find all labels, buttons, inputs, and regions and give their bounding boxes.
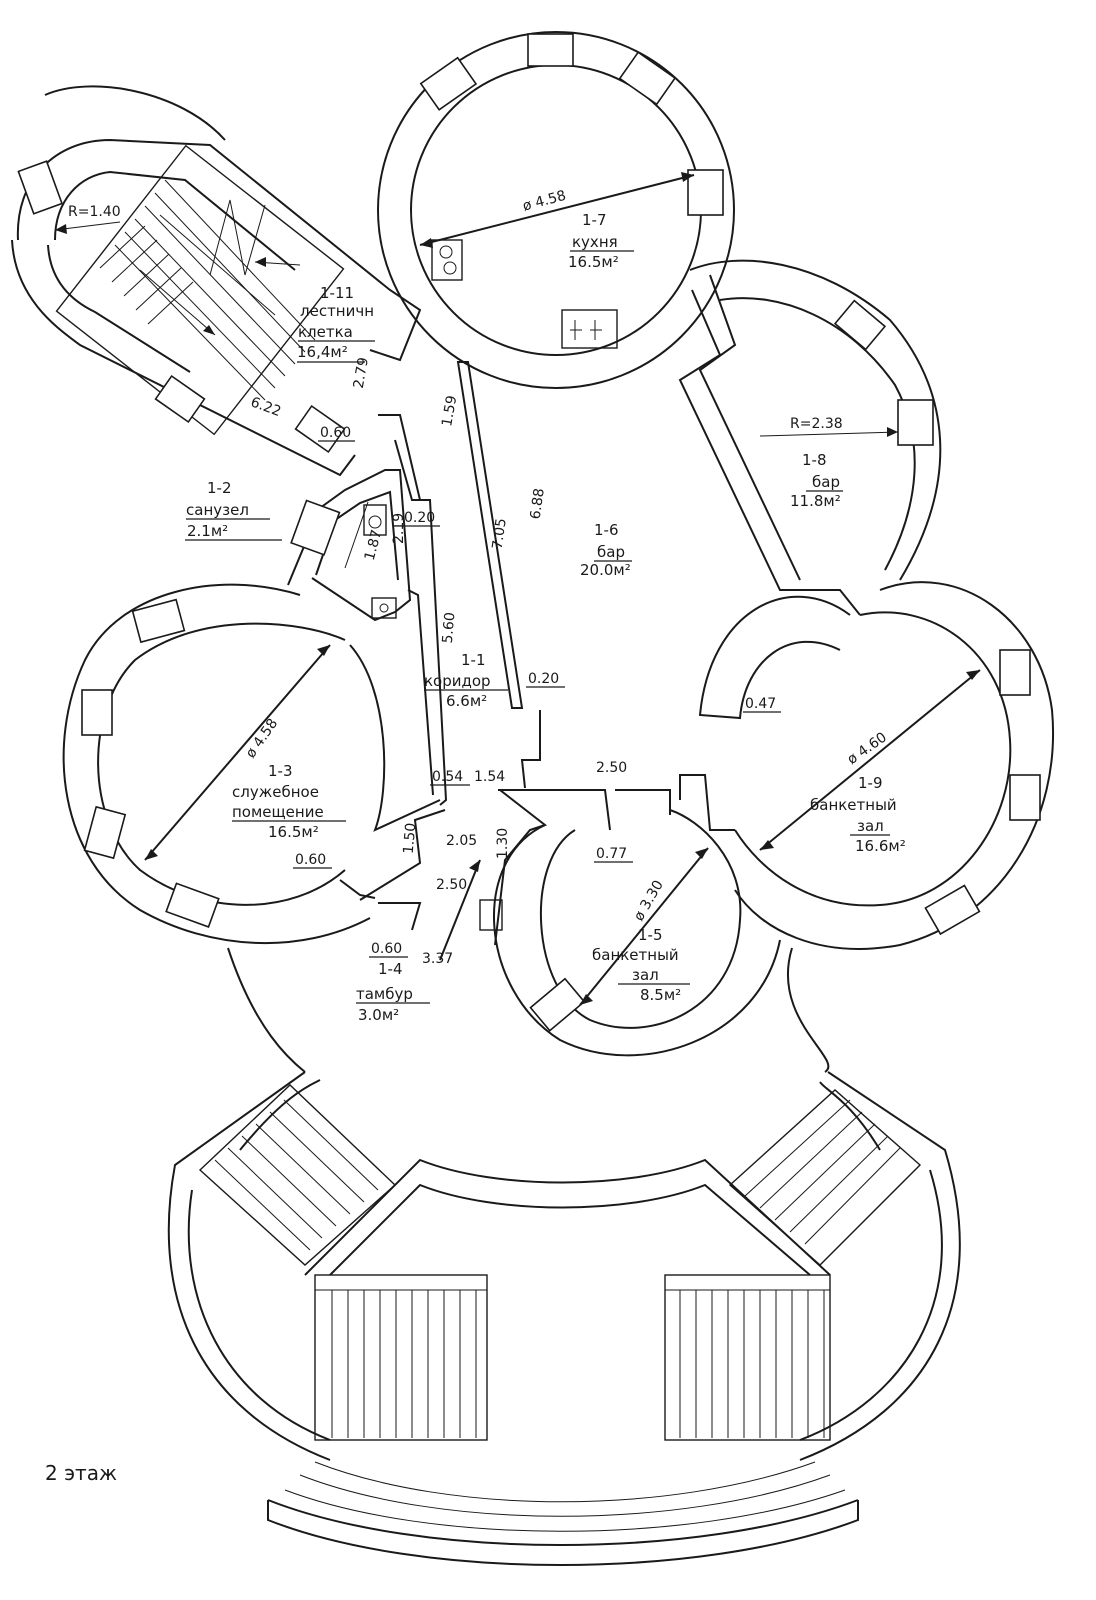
stair-flight-upper-left bbox=[198, 1084, 397, 1266]
room-labels: 1-11 лестничн клетка 16,4м² 1-7 кухня 16… bbox=[186, 211, 906, 1024]
kitchen-room bbox=[377, 31, 735, 389]
dimension-label: 0.20 bbox=[528, 671, 559, 687]
room-name-line: клетка bbox=[298, 323, 353, 341]
service-room bbox=[62, 583, 441, 945]
banquet-hall-1-9 bbox=[679, 581, 1054, 950]
room-area: 16.5м² bbox=[568, 253, 619, 271]
banquet-hall-1-5 bbox=[493, 789, 781, 1057]
room-label-1-11: 1-11 лестничн клетка 16,4м² bbox=[297, 284, 375, 363]
dimension-label: 0.60 bbox=[320, 425, 351, 441]
dimension-label: 1.30 bbox=[495, 828, 511, 859]
dimension-label: R=2.38 bbox=[790, 416, 843, 432]
vestibule-room bbox=[359, 789, 611, 961]
dimension-label: 2.50 bbox=[436, 877, 467, 893]
toilet-icon bbox=[363, 504, 387, 536]
room-label-1-1: 1-1 коридор 6.6м² bbox=[424, 651, 508, 710]
dimension-label: 0.60 bbox=[295, 852, 326, 868]
room-name-line: зал bbox=[857, 817, 884, 835]
room-label-1-5: 1-5 банкетный зал 8.5м² bbox=[592, 926, 690, 1004]
room-area: 16.6м² bbox=[855, 837, 906, 855]
floor-label: 2 этаж bbox=[45, 1461, 117, 1485]
sink-icon bbox=[561, 309, 618, 349]
room-number: 1-4 bbox=[378, 960, 403, 978]
room-name-line: служебное bbox=[232, 783, 319, 801]
room-label-1-4: 1-4 тамбур 3.0м² bbox=[356, 960, 430, 1024]
room-name-line: банкетный bbox=[592, 946, 679, 964]
washbasin-icon bbox=[371, 597, 397, 619]
room-number: 1-2 bbox=[207, 479, 232, 497]
room-number: 1-7 bbox=[582, 211, 607, 229]
stair-steps-right bbox=[665, 1289, 830, 1438]
room-label-1-6: 1-6 бар 20.0м² bbox=[580, 521, 632, 579]
dimension-label: 0.77 bbox=[596, 846, 627, 862]
dimension-label: ø 3.30 bbox=[631, 878, 667, 924]
room-name-line: помещение bbox=[232, 803, 324, 821]
room-area: 11.8м² bbox=[790, 492, 841, 510]
stair-treads bbox=[99, 179, 316, 401]
room-area: 16,4м² bbox=[297, 343, 348, 361]
room-number: 1-5 bbox=[638, 926, 663, 944]
dimension-label: 2.79 bbox=[351, 356, 372, 389]
room-label-1-8: 1-8 бар 11.8м² bbox=[790, 451, 843, 510]
room-label-1-9: 1-9 банкетный зал 16.6м² bbox=[810, 774, 906, 855]
room-name: коридор bbox=[424, 672, 491, 690]
dimension-label: 1.54 bbox=[474, 769, 505, 785]
dimension-label: 1.59 bbox=[439, 394, 460, 427]
room-number: 1-9 bbox=[858, 774, 883, 792]
stair-steps-left bbox=[315, 1289, 487, 1438]
dimension-label: 5.60 bbox=[440, 612, 459, 644]
dimension-label: ø 4.58 bbox=[521, 188, 568, 215]
central-bar-room bbox=[378, 361, 541, 806]
dimension-label: 1.87 bbox=[362, 528, 386, 562]
room-number: 1-1 bbox=[461, 651, 486, 669]
dimension-label: 0.54 bbox=[432, 769, 463, 785]
terrace bbox=[167, 947, 961, 1566]
dimension-labels: R=1.40 ø 4.58 2.79 6.22 0.60 1.59 R=2.38… bbox=[68, 188, 890, 967]
stairwell bbox=[11, 85, 422, 477]
entrance-steps bbox=[267, 1461, 859, 1566]
room-area: 6.6м² bbox=[446, 692, 487, 710]
room-name: тамбур bbox=[356, 985, 413, 1003]
dimension-label: 6.88 bbox=[528, 487, 548, 520]
dimension-label: 3.37 bbox=[422, 951, 453, 967]
dimension-label: 0.20 bbox=[404, 510, 435, 526]
dimension-label: 0.60 bbox=[371, 941, 402, 957]
stove-icon bbox=[431, 239, 463, 281]
room-name: бар bbox=[812, 473, 840, 491]
dimension-label: 2.50 bbox=[596, 760, 627, 776]
bar-room-1-8 bbox=[678, 259, 942, 616]
dimension-label: 2.05 bbox=[446, 833, 477, 849]
room-number: 1-8 bbox=[802, 451, 827, 469]
room-area: 3.0м² bbox=[358, 1006, 399, 1024]
room-label-1-7: 1-7 кухня 16.5м² bbox=[568, 211, 634, 271]
room-name-line: зал bbox=[632, 966, 659, 984]
dimension-label: 6.22 bbox=[248, 394, 283, 420]
wc-room bbox=[185, 469, 412, 622]
dimension-label: 0.47 bbox=[745, 696, 776, 712]
stair-flight-upper-right bbox=[728, 1089, 922, 1266]
room-area: 16.5м² bbox=[268, 823, 319, 841]
room-area: 2.1м² bbox=[187, 522, 228, 540]
room-number: 1-3 bbox=[268, 762, 293, 780]
room-name: кухня bbox=[572, 233, 618, 251]
dimension-label: 1.50 bbox=[401, 822, 420, 854]
dimension-label: 2.19 bbox=[391, 513, 407, 544]
room-area: 8.5м² bbox=[640, 986, 681, 1004]
room-number: 1-11 bbox=[320, 284, 354, 302]
room-number: 1-6 bbox=[594, 521, 619, 539]
dimension-label: 7.05 bbox=[490, 517, 510, 550]
room-area: 20.0м² bbox=[580, 561, 631, 579]
room-name-line: лестничн bbox=[300, 302, 374, 320]
room-name: бар bbox=[597, 543, 625, 561]
room-name-line: банкетный bbox=[810, 796, 897, 814]
room-label-1-3: 1-3 служебное помещение 16.5м² bbox=[232, 762, 346, 841]
room-name: санузел bbox=[186, 501, 249, 519]
room-label-1-2: 1-2 санузел 2.1м² bbox=[186, 479, 270, 540]
dimension-label: R=1.40 bbox=[68, 204, 121, 220]
